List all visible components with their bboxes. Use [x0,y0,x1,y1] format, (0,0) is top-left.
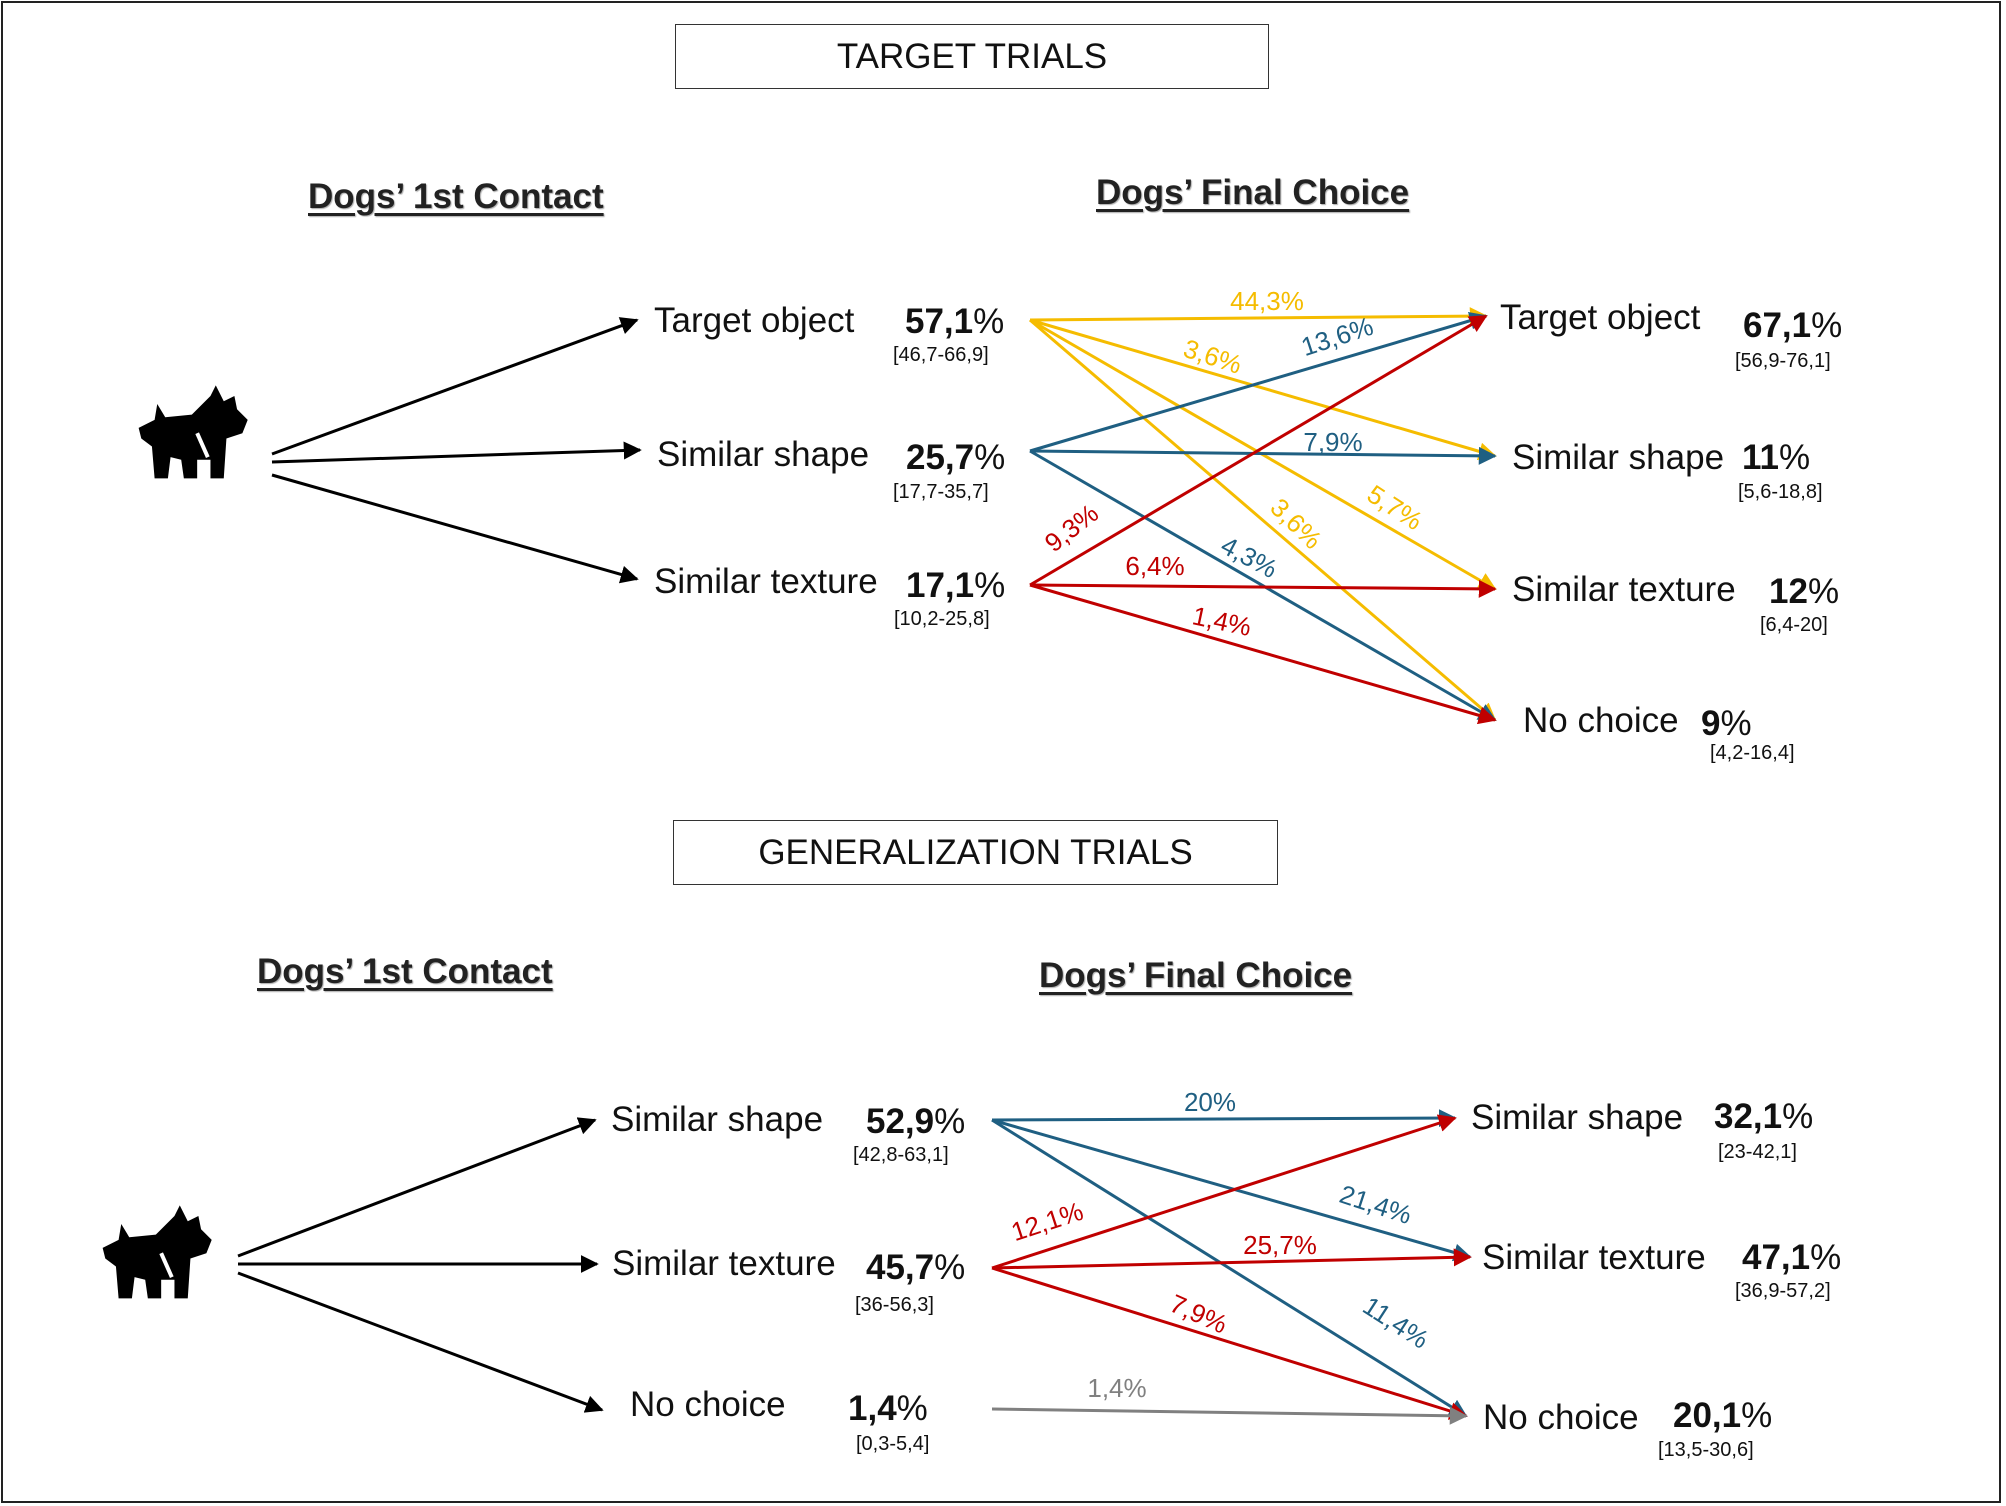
target-final-similar-shape-pct: 11% [1742,438,1811,477]
gen-flow-label-0: 20% [1184,1087,1236,1117]
target-flow-label-5: 7,9% [1303,427,1362,457]
gen-dog-icon [102,1205,212,1299]
target-dog-arrow-similar-texture [271,473,639,584]
gen-first-similar-shape-pct: 52,9% [866,1102,966,1141]
target-final-target-object-pct: 67,1% [1743,306,1843,345]
target-flow-label-8: 6,4% [1125,551,1184,581]
target-final-choice-heading: Dogs’ Final Choice [1096,173,1410,212]
target-dog-icon [138,385,248,479]
gen-first-similar-shape-label: Similar shape [611,1100,824,1139]
gen-flow-label-3: 12,1% [1008,1196,1087,1247]
gen-dog-arrow-similar-shape [237,1117,597,1258]
target-first-similar-texture-label: Similar texture [654,562,878,601]
gen-first-similar-texture-ci: [36-56,3] [855,1294,934,1316]
target-flow-label-6: 4,3% [1216,530,1282,584]
target-flow-5 [1029,446,1497,465]
target-flow-9 [1029,583,1497,725]
gen-flow-1 [991,1118,1472,1262]
target-flow-label-9: 1,4% [1190,600,1254,642]
gen-final-no-choice-pct: 20,1% [1673,1396,1773,1435]
gen-flow-0 [991,1109,1457,1128]
target-flow-7 [1029,314,1488,587]
gen-first-similar-shape-ci: [42,8-63,1] [853,1144,949,1166]
target-final-similar-texture-label: Similar texture [1512,570,1736,609]
target-flow-label-7: 9,3% [1039,498,1104,558]
gen-first-contact-heading: Dogs’ 1st Contact [257,952,553,991]
target-flow-0 [1029,307,1488,326]
target-first-target-object-pct: 57,1% [905,302,1005,341]
gen-final-no-choice-label: No choice [1483,1398,1639,1437]
target-flow-8 [1029,579,1497,598]
gen-first-no-choice-ci: [0,3-5,4] [856,1433,930,1455]
target-dog-arrow-similar-shape [271,441,642,464]
gen-flow-4 [991,1248,1472,1270]
gen-flow-3 [991,1114,1457,1270]
target-final-similar-shape-ci: [5,6-18,8] [1738,481,1823,503]
target-dog-arrow-target-object [271,317,639,456]
target-first-similar-texture-ci: [10,2-25,8] [894,608,990,630]
gen-final-similar-shape-pct: 32,1% [1714,1097,1814,1136]
gen-final-similar-shape-label: Similar shape [1471,1098,1684,1137]
gen-flow-6 [991,1406,1468,1425]
target-final-target-object-label: Target object [1500,298,1701,337]
target-first-contact-heading: Dogs’ 1st Contact [308,177,604,216]
target-first-target-object-label: Target object [654,301,855,340]
target-final-similar-texture-ci: [6,4-20] [1760,614,1828,636]
target-flow-label-0: 44,3% [1230,286,1304,316]
gen-final-similar-texture-pct: 47,1% [1742,1238,1842,1277]
target-first-similar-shape-pct: 25,7% [906,438,1006,477]
gen-flow-label-2: 11,4% [1358,1290,1435,1354]
target-trials-title: TARGET TRIALS [675,24,1269,89]
target-final-similar-texture-pct: 12% [1769,572,1840,611]
gen-final-similar-texture-ci: [36,9-57,2] [1735,1280,1831,1302]
target-flow-4 [1029,311,1488,453]
gen-flow-label-4: 25,7% [1243,1230,1317,1260]
gen-first-no-choice-label: No choice [630,1385,786,1424]
gen-final-similar-texture-label: Similar texture [1482,1238,1706,1277]
target-final-no-choice-label: No choice [1523,701,1679,740]
target-final-similar-shape-label: Similar shape [1512,438,1725,477]
target-flow-1 [1029,318,1497,461]
target-first-similar-shape-ci: [17,7-35,7] [893,481,989,503]
target-first-similar-shape-label: Similar shape [657,435,870,474]
target-first-similar-texture-pct: 17,1% [906,566,1006,605]
generalization-trials-title: GENERALIZATION TRIALS [673,820,1278,885]
target-flow-3 [1029,318,1497,722]
target-final-no-choice-pct: 9% [1701,704,1752,743]
gen-final-no-choice-ci: [13,5-30,6] [1658,1439,1754,1461]
target-final-no-choice-ci: [4,2-16,4] [1710,742,1795,764]
gen-flow-5 [991,1266,1468,1420]
gen-final-choice-heading: Dogs’ Final Choice [1039,956,1353,995]
gen-first-similar-texture-label: Similar texture [612,1244,836,1283]
gen-first-similar-texture-pct: 45,7% [866,1248,966,1287]
target-flow-label-2: 5,7% [1362,479,1428,536]
gen-first-no-choice-pct: 1,4% [848,1389,928,1428]
target-flow-label-3: 3,6% [1265,492,1328,555]
target-first-target-object-ci: [46,7-66,9] [893,344,989,366]
target-final-target-object-ci: [56,9-76,1] [1735,350,1831,372]
gen-flow-2 [991,1118,1468,1418]
gen-dog-arrow-no-choice [237,1271,604,1413]
gen-final-similar-shape-ci: [23-42,1] [1718,1141,1797,1163]
gen-flow-label-6: 1,4% [1087,1373,1146,1403]
